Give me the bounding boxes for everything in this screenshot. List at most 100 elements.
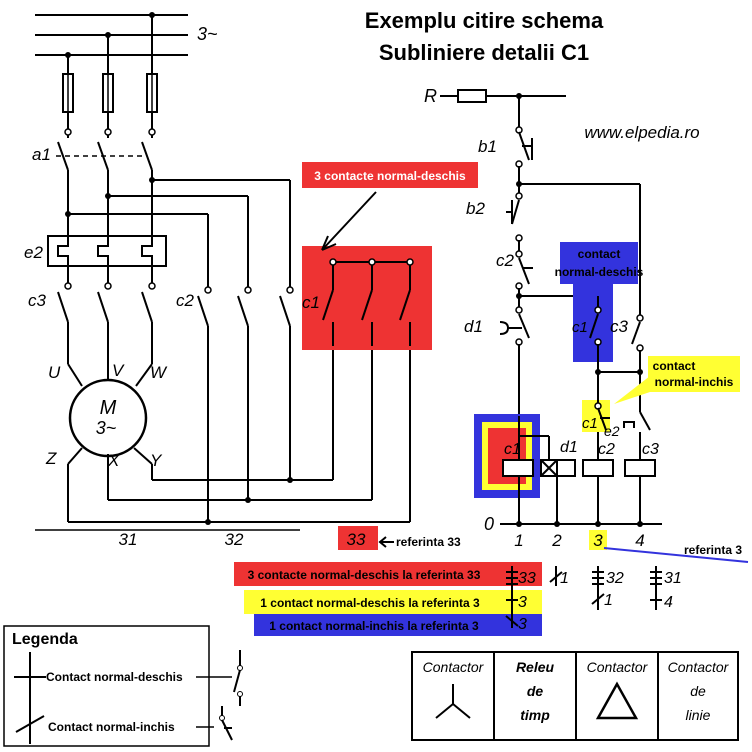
coil-label-c2: c2 xyxy=(598,441,615,458)
label-e2: e2 xyxy=(24,243,43,262)
ref-col3-val2: 1 xyxy=(604,592,613,609)
ref33-label: referinta 33 xyxy=(396,535,461,549)
terminal-x: X xyxy=(107,451,120,470)
motor-name: M xyxy=(100,397,117,419)
thermal-relay-e2 xyxy=(47,235,167,364)
table-cell-2-line3: timp xyxy=(520,707,550,723)
motor xyxy=(67,363,153,465)
e2-control-contact xyxy=(623,411,651,436)
c1-control-no-contact xyxy=(589,296,602,372)
supply-bus xyxy=(35,12,188,58)
terminal-u: U xyxy=(48,363,61,382)
ref-col1-val1: 33 xyxy=(518,570,536,587)
ref-col1-val2: 3 xyxy=(518,594,527,611)
ref-col4-val2: 4 xyxy=(664,594,673,611)
star-symbol xyxy=(435,684,471,719)
c1-power-contacts xyxy=(322,258,414,346)
label-b2: b2 xyxy=(466,199,485,218)
blue-callout-line-2: normal-deschis xyxy=(555,265,644,279)
ref-row-3-bg xyxy=(254,614,494,636)
label-c2-control: c2 xyxy=(496,251,515,270)
legend-nc-text: Contact normal-inchis xyxy=(48,720,175,734)
legend-box xyxy=(3,625,210,747)
bottom-number-31: 31 xyxy=(119,530,138,549)
red-callout-arrow xyxy=(321,191,377,251)
ref-row-1-bg xyxy=(234,562,494,586)
column-number-3: 3 xyxy=(593,531,603,550)
red-callout-box xyxy=(302,162,478,188)
label-c1-power: c1 xyxy=(302,293,320,312)
coil-label-c3: c3 xyxy=(642,441,659,458)
ref-col4-val1: 31 xyxy=(664,570,682,587)
website-label: www.elpedia.ro xyxy=(584,123,699,142)
c1-control-nc-contact xyxy=(594,372,610,436)
ref3-line xyxy=(603,547,749,563)
table-cell-4-line2: de xyxy=(690,683,706,699)
ref-symbols-col3 xyxy=(591,566,605,610)
ref-row-1-text: 3 contacte normal-deschis la referinta 3… xyxy=(248,568,481,582)
ref-row-2-symbol-bg xyxy=(494,590,542,614)
yellow-callout-line-1: contact xyxy=(653,359,696,373)
terminal-y: Y xyxy=(150,451,163,470)
title-line-1: Exemplu citire schema xyxy=(365,8,604,33)
column-number-2: 2 xyxy=(551,531,562,550)
blue-callout-line-1: contact xyxy=(578,247,621,261)
c1-motor-wiring xyxy=(67,350,411,525)
ref-row-1-symbol-bg xyxy=(494,562,542,586)
blue-contact-highlight xyxy=(573,282,613,362)
ref-symbols-col1 xyxy=(505,566,519,628)
blue-callout-box xyxy=(560,242,638,284)
terminal-v: V xyxy=(112,361,125,380)
label-c1-control: c1 xyxy=(572,319,588,336)
ref-symbols-col4 xyxy=(650,566,662,610)
column-number-4: 4 xyxy=(635,531,644,550)
legend-nc-example xyxy=(196,706,233,741)
table-cell-2-line1: Releu xyxy=(516,659,555,675)
table-cell-2-line2: de xyxy=(527,683,544,699)
label-c1-nc: c1 xyxy=(582,415,598,432)
ref-col1-val3: 3 xyxy=(518,616,527,633)
label-a1: a1 xyxy=(32,145,51,164)
control-top xyxy=(440,89,641,416)
ref-col2-val1: 1 xyxy=(560,570,569,587)
label-c2-power: c2 xyxy=(176,291,195,310)
label-c3-power: c3 xyxy=(28,291,47,310)
zero-label: 0 xyxy=(484,514,494,534)
label-b1: b1 xyxy=(478,137,497,156)
c3-control-contact xyxy=(595,314,644,412)
label-e2-control: e2 xyxy=(604,423,620,439)
branch-wiring xyxy=(68,179,294,522)
yellow-callout-pointer xyxy=(614,376,650,404)
yellow-callout-line-2: normal-inchis xyxy=(655,375,734,389)
legend-title: Legenda xyxy=(12,631,78,648)
legend-no-text: Contact normal-deschis xyxy=(46,670,183,684)
yellow-callout-box xyxy=(648,356,740,392)
terminal-w: W xyxy=(150,363,168,382)
terminal-z: Z xyxy=(45,449,57,468)
column-3-highlight xyxy=(589,530,607,550)
table-cell-1: Contactor xyxy=(423,659,485,675)
delta-symbol xyxy=(595,681,639,720)
coils xyxy=(500,416,662,527)
column-number-1: 1 xyxy=(514,531,523,550)
table-cell-3: Contactor xyxy=(587,659,649,675)
ref33-arrow xyxy=(378,536,394,548)
phase-conductors xyxy=(56,15,158,236)
ref-row-2-text: 1 contact normal-deschis la referinta 3 xyxy=(260,596,480,610)
ref-symbols-col2 xyxy=(549,566,563,586)
bottom-number-32: 32 xyxy=(225,530,244,549)
ref3-label: referinta 3 xyxy=(684,543,742,557)
bottom-number-33: 33 xyxy=(347,530,366,549)
label-d1-control: d1 xyxy=(464,317,483,336)
motor-phase: 3~ xyxy=(96,418,117,438)
table-cell-4-line3: linie xyxy=(686,707,711,723)
ref33-highlight xyxy=(338,526,378,550)
legend-nc-dash xyxy=(15,715,45,733)
ref-row-3-text: 1 contact normal-inchis la referinta 3 xyxy=(269,619,479,633)
legend-no-example xyxy=(196,650,243,706)
red-callout-text: 3 contacte normal-deschis xyxy=(314,169,466,183)
ref-row-2-bg xyxy=(244,590,494,614)
label-c3-control: c3 xyxy=(610,317,629,336)
table-cell-4-line1: Contactor xyxy=(668,659,730,675)
